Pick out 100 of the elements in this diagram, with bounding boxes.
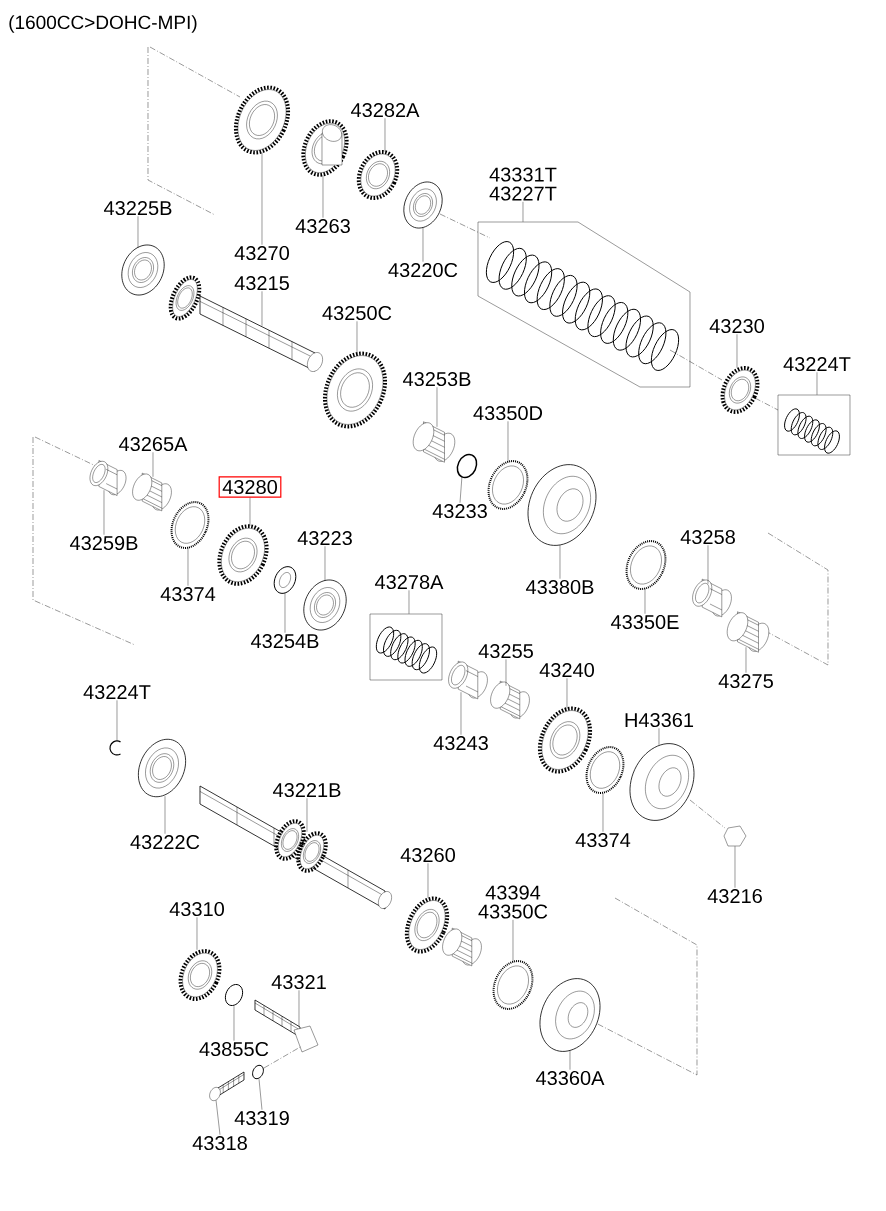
bushing-drawing xyxy=(448,660,488,700)
callout-number: 43220C xyxy=(388,262,458,278)
clip-drawing xyxy=(109,740,122,756)
callout-number: 43223 xyxy=(297,530,352,546)
gear-drawing xyxy=(178,949,222,1001)
leader-line xyxy=(187,547,189,586)
leader-line xyxy=(306,798,308,832)
bearing-drawing xyxy=(121,244,165,296)
callout-number: 43259B xyxy=(70,535,138,551)
leader-line xyxy=(816,372,818,395)
leader-line xyxy=(261,291,263,326)
title: (1600CC>DOHC-MPI) xyxy=(9,15,197,33)
callout-number: 43254B xyxy=(251,633,319,649)
leader-line xyxy=(164,796,166,834)
callout-number: 43318 xyxy=(192,1135,247,1151)
spring-drawing xyxy=(777,394,851,456)
callout-number: 43258 xyxy=(680,529,735,545)
gear-drawing xyxy=(301,119,349,177)
callout-number: 43265A xyxy=(119,436,188,452)
leader-line xyxy=(745,647,747,673)
sleeve-drawing xyxy=(527,464,597,546)
callout-number: 43380B xyxy=(525,579,594,595)
bearing-drawing xyxy=(138,738,186,798)
callout-number: 43230 xyxy=(709,318,764,334)
callout-number: 43225B xyxy=(104,200,172,216)
leader-line xyxy=(459,476,463,503)
callout-number: 43360A xyxy=(536,1070,605,1086)
leader-line xyxy=(427,863,429,898)
washer-drawing xyxy=(252,1064,264,1080)
callout-number: 43310 xyxy=(169,901,224,917)
callout-number: 43374 xyxy=(575,832,631,848)
bushing-drawing xyxy=(692,578,732,618)
needle-bearing-drawing xyxy=(726,611,770,653)
callout-number: 43240 xyxy=(539,662,594,678)
leader-line xyxy=(324,546,326,581)
ring-drawing xyxy=(585,746,625,794)
gear-drawing xyxy=(720,366,760,414)
gear-drawing xyxy=(233,85,291,155)
shaft-drawing xyxy=(168,275,323,372)
leader-line xyxy=(258,1079,263,1110)
leader-line xyxy=(559,545,561,579)
bearing-drawing xyxy=(403,181,443,229)
leader-line xyxy=(356,321,358,356)
leader-line xyxy=(658,728,660,745)
bearing-drawing xyxy=(303,579,347,631)
leader-line xyxy=(408,590,410,614)
callout-number: 43253B xyxy=(403,371,471,387)
leader-line xyxy=(249,497,251,526)
leader-line xyxy=(384,118,386,152)
callout-number: 43255 xyxy=(478,643,533,659)
leader-line xyxy=(505,659,507,686)
leader-line xyxy=(322,175,324,218)
callout-number: 43243 xyxy=(433,735,488,751)
needle-bearing-drawing xyxy=(132,472,172,512)
leader-line xyxy=(569,1050,571,1070)
callout-number: H43361 xyxy=(625,712,694,728)
leader-line xyxy=(422,227,424,262)
leader-line xyxy=(215,1100,221,1135)
callout-number: 43221B xyxy=(273,782,341,798)
callout-number: 43224T xyxy=(783,356,851,372)
leader-line xyxy=(734,846,736,888)
center-line xyxy=(669,349,723,381)
leader-line xyxy=(507,421,509,462)
callout-number: 43270 xyxy=(234,245,289,261)
sleeve-drawing xyxy=(539,978,601,1052)
callout-number: 43233 xyxy=(432,503,487,519)
callout-number: 43275 xyxy=(718,673,773,689)
sleeve-drawing xyxy=(629,743,695,821)
callout-number: 43215 xyxy=(234,275,289,291)
callout-number: 43224T xyxy=(83,684,151,700)
ring-drawing xyxy=(487,460,529,510)
leader-line xyxy=(196,917,198,950)
needle-bearing-drawing xyxy=(412,421,456,463)
leader-line xyxy=(512,919,514,962)
center-line xyxy=(439,213,491,239)
spring-drawing xyxy=(477,221,691,388)
gear-drawing xyxy=(537,706,593,774)
leader-line xyxy=(602,793,604,832)
leader-line xyxy=(707,545,709,584)
callout-number: 43278A xyxy=(375,574,444,590)
callout-number: 43260 xyxy=(400,847,455,863)
callout-number: 43216 xyxy=(707,888,762,904)
callout-number: 43222C xyxy=(130,834,200,850)
leader-line xyxy=(522,201,524,222)
ring-drawing xyxy=(492,960,534,1010)
callout-number: 43855C xyxy=(199,1041,269,1057)
leader-line xyxy=(644,588,646,614)
leader-line xyxy=(298,990,300,1027)
washer-drawing xyxy=(224,984,244,1006)
center-line xyxy=(754,397,779,411)
needle-bearing-drawing xyxy=(490,680,530,720)
callout-number: 43319 xyxy=(234,1110,289,1126)
bushing-drawing xyxy=(89,460,127,496)
callout-number: 43374 xyxy=(160,586,216,602)
gear-drawing xyxy=(323,351,387,429)
ring-drawing xyxy=(170,501,210,549)
callout-number: 43350E xyxy=(610,614,679,630)
ring-drawing xyxy=(625,540,667,590)
leader-line xyxy=(233,1006,235,1041)
callout-number: 43250C xyxy=(322,305,392,321)
